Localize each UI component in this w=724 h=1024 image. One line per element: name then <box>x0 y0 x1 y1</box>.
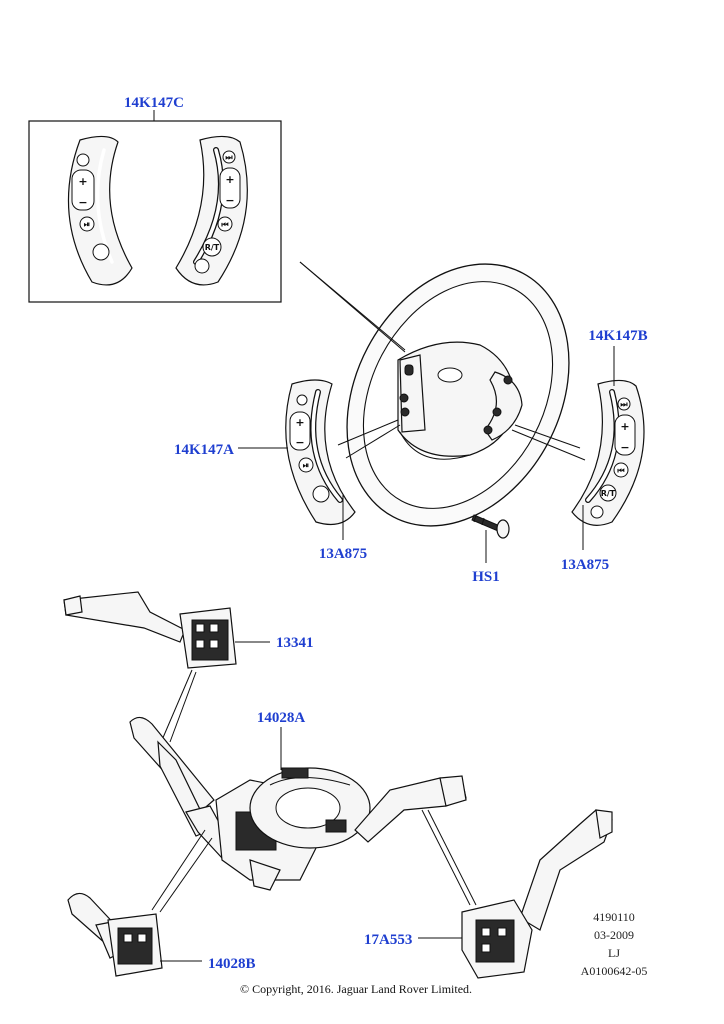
inset-14K147C: + − ⏯ + − ⏭ ⏮ R/T <box>28 110 282 303</box>
switch-pad-right-inset: + − ⏭ ⏮ R/T <box>175 135 248 286</box>
svg-text:−: − <box>225 194 234 207</box>
svg-text:−: − <box>78 196 87 209</box>
svg-text:⏭: ⏭ <box>225 153 233 162</box>
svg-text:+: + <box>620 420 629 433</box>
meta-line-2: 03-2009 <box>594 928 634 942</box>
callout-14K147C: 14K147C <box>124 95 184 111</box>
svg-text:⏮: ⏮ <box>617 466 624 475</box>
drawing-meta: 4190110 03-2009 LJ A0100642-05 <box>581 910 648 978</box>
svg-text:−: − <box>295 436 304 449</box>
screw-HS1 <box>471 514 510 539</box>
svg-text:−: − <box>620 441 629 454</box>
callout-14K147B: 14K147B <box>588 328 647 344</box>
callout-HS1: HS1 <box>472 569 500 585</box>
callout-13A875-left: 13A875 <box>319 546 367 562</box>
stalk-13341 <box>63 591 237 669</box>
switch-pad-left-inset: + − ⏯ <box>67 135 133 286</box>
assembly-14028A <box>129 716 467 891</box>
switch-pad-14K147A: + − ⏯ <box>285 379 356 525</box>
meta-line-3: LJ <box>608 946 620 960</box>
copyright: © Copyright, 2016. Jaguar Land Rover Lim… <box>240 982 472 996</box>
steering-wheel <box>346 263 570 527</box>
callout-17A553: 17A553 <box>364 932 412 948</box>
svg-text:+: + <box>78 175 87 188</box>
svg-text:R/T: R/T <box>601 489 616 498</box>
svg-text:+: + <box>295 416 304 429</box>
meta-line-1: 4190110 <box>593 910 635 924</box>
meta-line-4: A0100642-05 <box>581 964 648 978</box>
svg-text:⏮: ⏮ <box>221 220 228 229</box>
callout-13341: 13341 <box>276 635 314 651</box>
svg-text:⏯: ⏯ <box>84 220 90 229</box>
callout-13A875-right: 13A875 <box>561 557 609 573</box>
svg-text:⏭: ⏭ <box>620 400 628 409</box>
svg-text:R/T: R/T <box>205 243 220 252</box>
callout-14K147A: 14K147A <box>174 442 234 458</box>
switch-pad-14K147B: + − ⏭ ⏮ R/T <box>571 379 645 526</box>
svg-text:⏯: ⏯ <box>303 461 309 470</box>
svg-text:+: + <box>225 173 234 186</box>
stalk-17A553 <box>461 809 613 979</box>
callout-14028A: 14028A <box>257 710 306 726</box>
callout-14028B: 14028B <box>208 956 256 972</box>
stalk-14028B <box>67 892 163 977</box>
